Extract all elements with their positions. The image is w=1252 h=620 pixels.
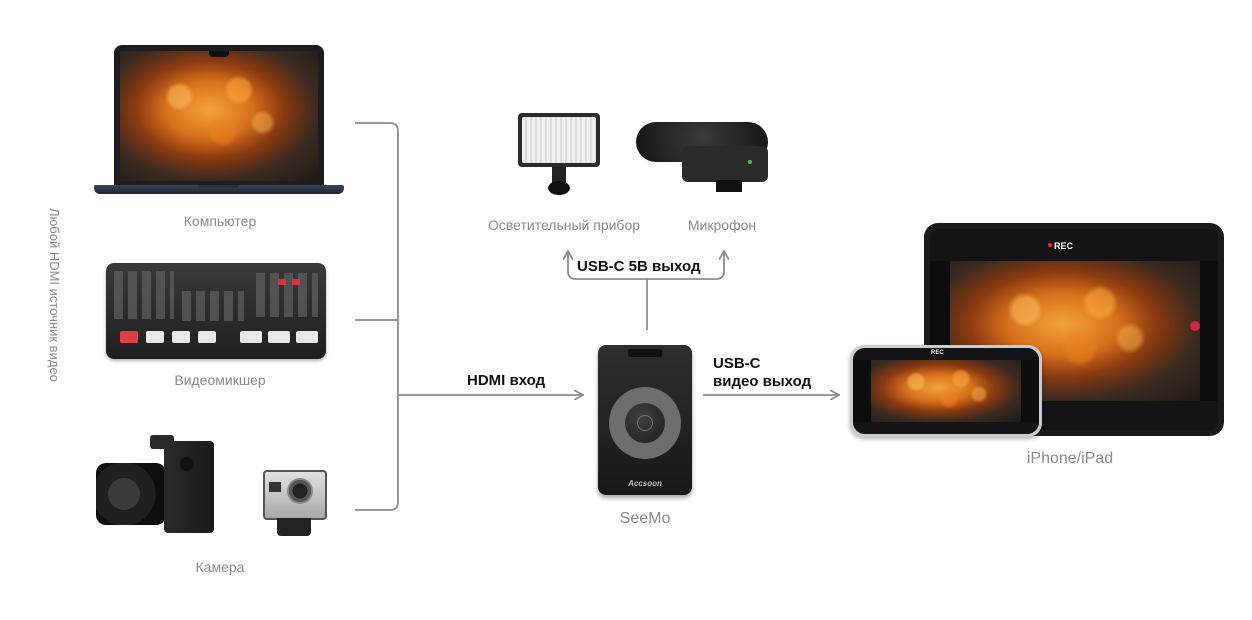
hdmi-input-label: HDMI вход — [467, 372, 546, 389]
seemo-caption: SeeMo — [619, 510, 671, 527]
laptop-illustration — [94, 45, 344, 197]
usb-power-left-arrow — [568, 252, 647, 280]
microphone-caption: Микрофон — [687, 217, 757, 233]
switcher-illustration — [106, 263, 326, 359]
laptop-screen — [120, 51, 318, 181]
action-camera-illustration — [259, 468, 327, 538]
light-caption: Осветительный прибор — [487, 217, 641, 233]
usb-power-right-arrow — [647, 252, 724, 280]
microphone-illustration — [636, 122, 768, 194]
source-bracket — [355, 122, 399, 511]
iphone-rec-indicator: REC — [931, 350, 944, 356]
usb-video-label-line2: видео выход — [713, 373, 812, 390]
brand-logo-icon — [637, 415, 653, 431]
mirrorless-camera-illustration — [96, 435, 218, 537]
camera-caption: Камера — [195, 559, 245, 575]
iphone-screen — [871, 360, 1021, 422]
output-caption: iPhone/iPad — [1026, 450, 1114, 467]
seemo-brand: Accsoon — [628, 479, 662, 488]
side-title: Любой HDMI источник видео — [47, 208, 62, 382]
switcher-caption: Видеомикшер — [174, 372, 266, 388]
usb-video-label-line1: USB-C — [713, 355, 761, 372]
iphone-illustration: REC — [850, 345, 1042, 437]
usb-power-label: USB-C 5В выход — [577, 258, 701, 275]
light-illustration — [518, 113, 600, 203]
seemo-device: Accsoon — [598, 345, 692, 495]
ipad-screen — [950, 261, 1200, 401]
ipad-rec-indicator: REC — [1054, 241, 1074, 251]
computer-caption: Компьютер — [183, 213, 257, 229]
